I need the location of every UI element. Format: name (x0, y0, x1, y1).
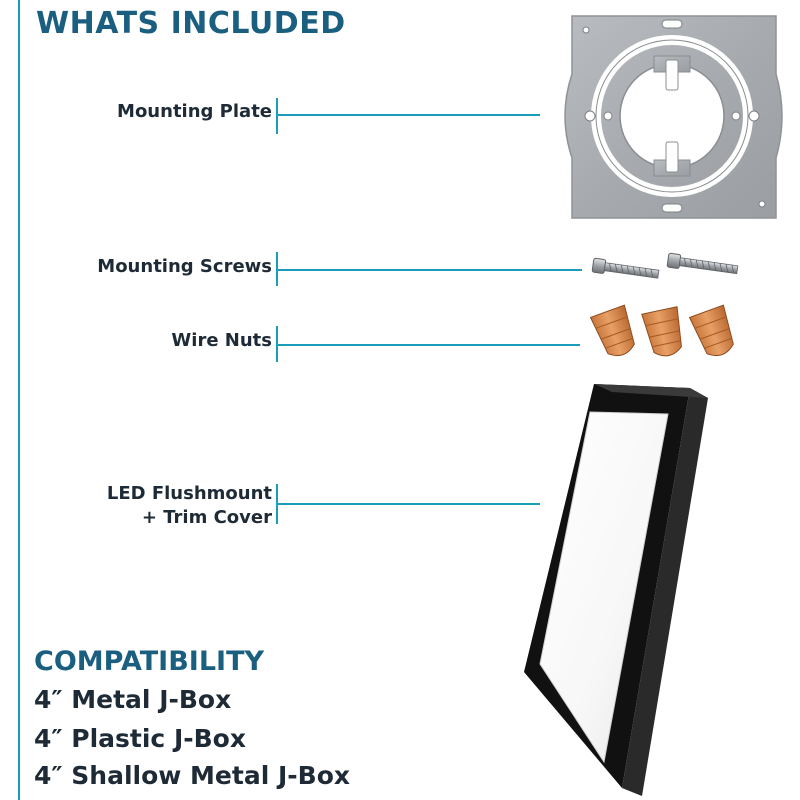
leader-led-flushmount (278, 503, 540, 505)
mounting-plate-image (564, 15, 783, 219)
label-led-flushmount-line2: + Trim Cover (141, 507, 272, 528)
mounting-screws-image (591, 252, 739, 279)
tick-led-flushmount (276, 484, 278, 524)
tick-mounting-screws (276, 252, 278, 286)
leader-wire-nuts (278, 344, 580, 346)
compat-plastic-jbox: 4″ Plastic J-Box (34, 724, 246, 753)
leader-mounting-screws (278, 269, 582, 271)
compat-metal-jbox: 4″ Metal J-Box (34, 685, 232, 714)
wire-nuts-image (589, 304, 734, 357)
label-led-flushmount: LED Flushmount + Trim Cover (107, 482, 272, 530)
leader-mounting-plate (278, 114, 540, 116)
led-flushmount-image (524, 384, 708, 796)
page-title: WHATS INCLUDED (36, 6, 346, 41)
tick-wire-nuts (276, 326, 278, 362)
tick-mounting-plate (276, 98, 278, 134)
left-accent-line (18, 0, 20, 800)
compatibility-title: COMPATIBILITY (34, 646, 265, 677)
label-led-flushmount-line1: LED Flushmount (106, 483, 272, 504)
label-mounting-screws: Mounting Screws (97, 256, 272, 277)
compat-shallow-metal-jbox: 4″ Shallow Metal J-Box (34, 761, 351, 790)
label-wire-nuts: Wire Nuts (171, 330, 272, 351)
label-mounting-plate: Mounting Plate (117, 101, 272, 122)
